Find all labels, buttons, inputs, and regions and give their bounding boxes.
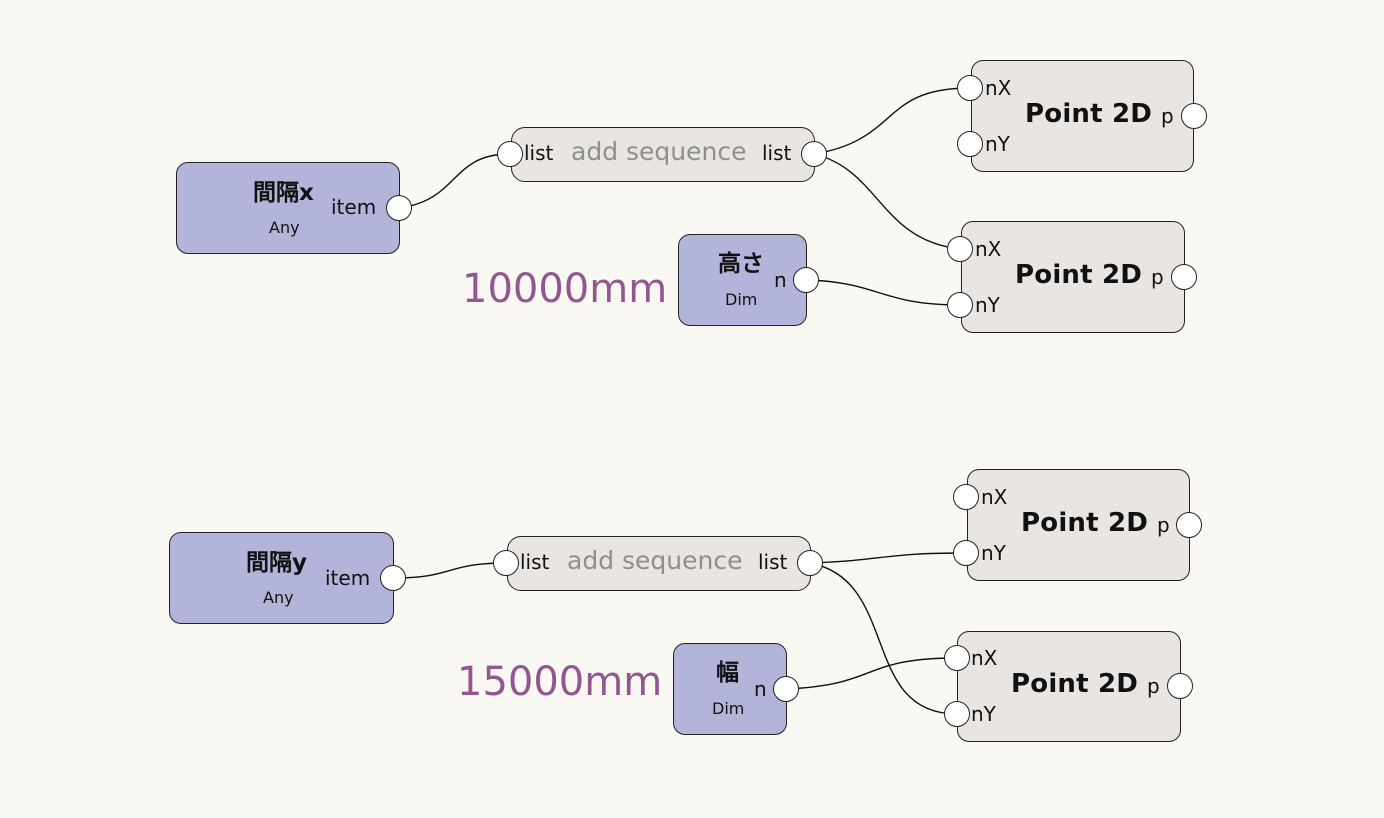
port-p2d1-p[interactable] xyxy=(1181,103,1207,129)
wire-spacingy-to-seqbottom[interactable] xyxy=(392,562,507,579)
port-label-p: p xyxy=(1157,513,1170,537)
port-label-nx: nX xyxy=(971,646,998,670)
port-label-item: item xyxy=(325,566,371,590)
node-title: Point 2D xyxy=(1025,99,1153,129)
wire-spacingx-to-seqtop[interactable] xyxy=(398,153,511,209)
port-seq-bottom-out[interactable] xyxy=(797,550,823,576)
port-spacing-y-item[interactable] xyxy=(380,565,406,591)
node-type: Any xyxy=(263,588,294,607)
node-spacing-y[interactable]: 間隔y Any item xyxy=(169,532,394,624)
port-label-list-in: list xyxy=(524,141,554,165)
port-label-nx: nX xyxy=(981,485,1008,509)
node-type: Dim xyxy=(712,699,745,718)
node-type: Any xyxy=(269,218,300,237)
width-value-label: 15000mm xyxy=(457,659,663,705)
port-p2d4-p[interactable] xyxy=(1167,673,1193,699)
port-p2d3-ny[interactable] xyxy=(953,540,979,566)
port-label-n: n xyxy=(774,268,787,292)
port-spacing-x-item[interactable] xyxy=(386,195,412,221)
node-add-sequence-bottom[interactable]: list add sequence list xyxy=(507,536,811,591)
port-label-list-out: list xyxy=(762,141,792,165)
node-title: Point 2D xyxy=(1015,260,1143,290)
port-label-p: p xyxy=(1151,265,1164,289)
port-p2d4-nx[interactable] xyxy=(944,645,970,671)
port-seq-bottom-in[interactable] xyxy=(493,550,519,576)
port-p2d2-nx[interactable] xyxy=(947,236,973,262)
port-label-nx: nX xyxy=(985,76,1012,100)
wire-width-to-p2d4-nx[interactable] xyxy=(785,657,958,690)
port-width-n[interactable] xyxy=(773,676,799,702)
node-title: 間隔x xyxy=(253,180,314,206)
wire-height-to-p2d2-ny[interactable] xyxy=(805,279,961,306)
wire-seqbottom-to-p2d4-ny[interactable] xyxy=(809,562,958,715)
node-title: Point 2D xyxy=(1011,669,1139,699)
port-label-item: item xyxy=(331,195,377,219)
node-point2d-1[interactable]: nX nY Point 2D p xyxy=(971,60,1194,172)
node-width[interactable]: 幅 Dim n xyxy=(673,643,787,735)
wire-seqtop-to-p2d2-nx[interactable] xyxy=(813,153,961,250)
port-p2d3-p[interactable] xyxy=(1176,512,1202,538)
port-seq-top-in[interactable] xyxy=(497,141,523,167)
port-p2d2-ny[interactable] xyxy=(947,292,973,318)
port-label-p: p xyxy=(1161,104,1174,128)
node-type: Dim xyxy=(725,290,758,309)
node-add-sequence-top[interactable]: list add sequence list xyxy=(511,127,815,182)
wire-seqtop-to-p2d1-nx[interactable] xyxy=(813,87,971,155)
node-title: 高さ xyxy=(718,251,764,277)
node-title: 間隔y xyxy=(246,550,307,576)
port-p2d1-ny[interactable] xyxy=(957,131,983,157)
port-label-n: n xyxy=(754,677,767,701)
port-label-nx: nX xyxy=(975,237,1002,261)
node-title: 幅 xyxy=(716,660,739,686)
node-title: add sequence xyxy=(567,546,743,575)
port-p2d4-ny[interactable] xyxy=(944,701,970,727)
port-height-n[interactable] xyxy=(793,267,819,293)
port-label-ny: nY xyxy=(985,132,1010,156)
node-point2d-3[interactable]: nX nY Point 2D p xyxy=(967,469,1190,581)
node-title: Point 2D xyxy=(1021,508,1149,538)
height-value-label: 10000mm xyxy=(462,266,668,312)
port-p2d3-nx[interactable] xyxy=(953,484,979,510)
node-title: add sequence xyxy=(571,137,747,166)
node-spacing-x[interactable]: 間隔x Any item xyxy=(176,162,400,254)
port-p2d1-nx[interactable] xyxy=(957,75,983,101)
port-label-ny: nY xyxy=(971,702,996,726)
node-height[interactable]: 高さ Dim n xyxy=(678,234,807,326)
wire-seqbottom-to-p2d3-ny[interactable] xyxy=(809,552,967,564)
port-label-list-in: list xyxy=(520,550,550,574)
port-seq-top-out[interactable] xyxy=(801,141,827,167)
node-point2d-4[interactable]: nX nY Point 2D p xyxy=(957,631,1181,742)
node-point2d-2[interactable]: nX nY Point 2D p xyxy=(961,221,1185,333)
port-label-p: p xyxy=(1147,674,1160,698)
port-label-ny: nY xyxy=(981,541,1006,565)
port-label-list-out: list xyxy=(758,550,788,574)
port-label-ny: nY xyxy=(975,293,1000,317)
port-p2d2-p[interactable] xyxy=(1171,264,1197,290)
